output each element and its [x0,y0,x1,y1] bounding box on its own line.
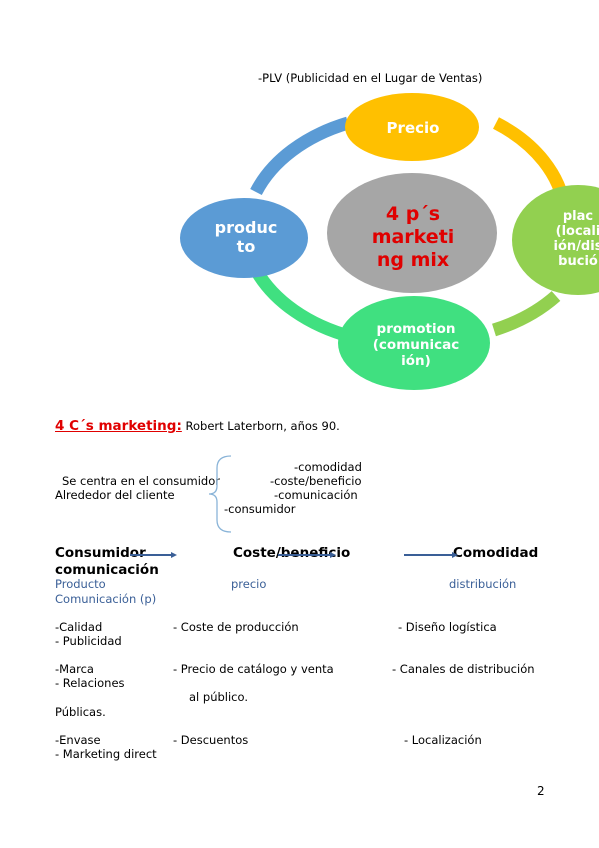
page-number: 2 [537,784,545,798]
right-line-4: bució [558,254,598,269]
consumer-item-4: -consumidor [224,502,296,516]
consumer-line-1: Se centra en el consumidor [62,474,220,488]
row1-c1: -Calidad [55,620,103,634]
bottom-line-3: ión) [401,353,431,369]
consumer-item-3: -comunicación [274,488,358,502]
subheader-precio: precio [231,577,267,591]
header-comunicacion: comunicación [55,562,159,578]
section-subtitle: Robert Laterborn, años 90. [181,419,340,433]
right-line-2: (locali [556,224,599,239]
plv-note: -PLV (Publicidad en el Lugar de Ventas) [258,71,483,85]
row4-c4: - Marketing direct [55,747,157,761]
header-consumidor: Consumidor [55,545,146,561]
marketing-mix-diagram: 4 p´s marketi ng mix Precio produc to pl… [180,93,599,390]
arrow-icon-2 [278,552,336,558]
left-line-2: to [237,237,256,256]
top-label: Precio [387,119,440,137]
brace-icon [208,455,232,533]
right-line-3: ión/dis [554,239,599,254]
row4-c3: - Localización [404,733,482,747]
subheader-distribucion: distribución [449,577,517,591]
section-title: 4 C´s marketing: [55,418,182,434]
row2-c3: - Canales de distribución [392,662,535,676]
header-comodidad: Comodidad [453,545,539,561]
row4-c1: -Envase [55,733,101,747]
top-circle [345,93,479,161]
row2-c2: - Precio de catálogo y venta [173,662,334,676]
ring-arc-bottom-right [491,291,561,337]
center-line-1: 4 p´s [386,203,440,225]
right-line-1: plac [563,209,593,224]
subheader-producto: Producto [55,577,106,591]
left-line-1: produc [215,218,278,237]
subheader-comunicacion: Comunicación (p) [55,592,157,606]
row2-c1: -Marca [55,662,94,676]
row3-c2: al público. [189,690,248,704]
row2-c4: - Relaciones [55,676,125,690]
section-heading: 4 C´s marketing: Robert Laterborn, años … [55,415,340,434]
arrow-icon-3 [404,552,458,558]
row1-c3: - Diseño logística [398,620,497,634]
left-circle [180,198,308,278]
row1-c4: - Publicidad [55,634,122,648]
bottom-circle [338,296,490,390]
center-line-3: ng mix [377,249,449,271]
row3-c4: Públicas. [55,705,106,719]
bottom-line-2: (comunicac [373,337,459,353]
row4-c2: - Descuentos [173,733,249,747]
center-circle [327,173,497,293]
header-arrows [130,552,458,558]
arrow-icon-1 [130,552,177,558]
consumer-item-1: -comodidad [294,460,362,474]
header-coste-beneficio: Coste/beneficio [233,545,351,561]
bottom-line-1: promotion [377,321,456,337]
center-line-2: marketi [372,226,455,248]
consumer-item-2: -coste/beneficio [270,474,362,488]
row1-c2: - Coste de producción [173,620,299,634]
ring-arc-bottom-left [250,266,354,344]
ring-arc-top-left [250,116,350,196]
consumer-line-2: Alrededor del cliente [55,488,175,502]
right-circle [512,185,599,295]
